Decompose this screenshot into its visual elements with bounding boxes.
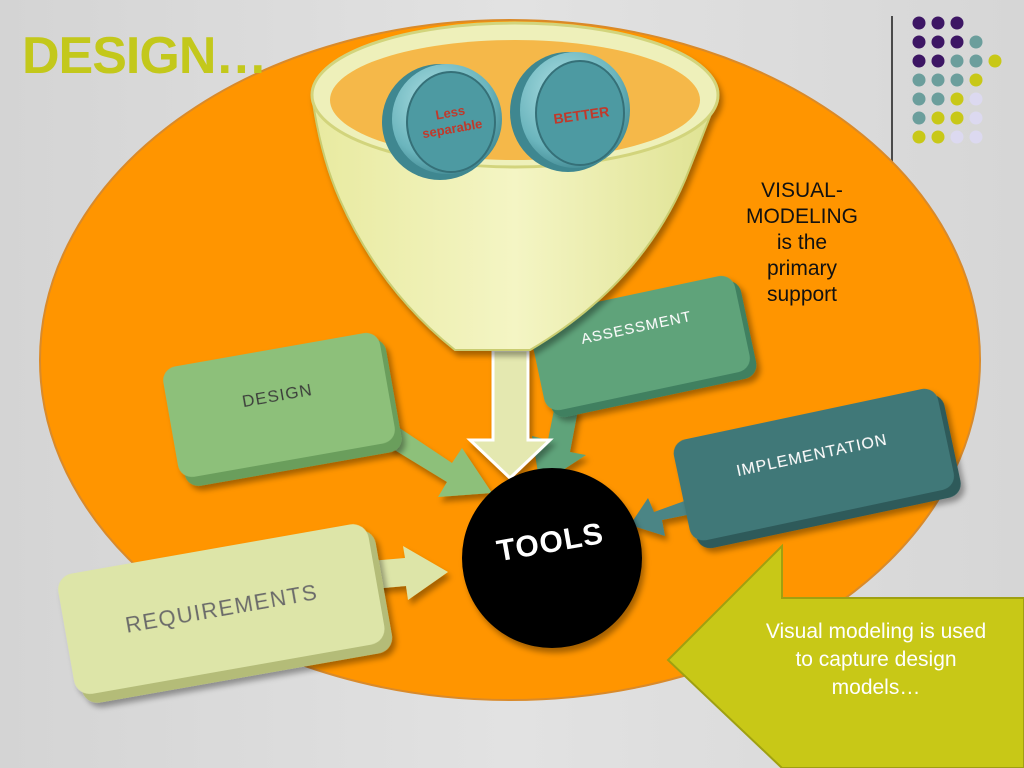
decorative-dot <box>950 73 964 87</box>
decorative-dot <box>912 73 926 87</box>
decorative-dot <box>950 92 964 106</box>
implementation-box[interactable]: IMPLEMENTATION <box>671 385 963 552</box>
decorative-dot <box>931 35 945 49</box>
decorative-dot <box>969 35 983 49</box>
decorative-dot <box>912 111 926 125</box>
decorative-dot <box>950 54 964 68</box>
visual-modeling-note-line: is the <box>776 231 828 254</box>
slide-title: DESIGN… <box>22 27 267 85</box>
decorative-dot <box>988 54 1002 68</box>
decorative-dot <box>912 92 926 106</box>
tools-circle[interactable]: TOOLS <box>462 468 642 648</box>
decorative-dot <box>950 130 964 144</box>
decorative-dot <box>931 92 945 106</box>
decorative-dot <box>912 16 926 30</box>
visual-modeling-note-line: primary <box>766 257 837 280</box>
disc-less-separable: Less separable <box>382 64 502 180</box>
visual-modeling-note: VISUAL- MODELING is the primary support <box>720 178 884 308</box>
decorative-dot <box>969 73 983 87</box>
arrow-funnel-to-tools <box>466 348 554 481</box>
callout-arrow <box>666 543 1024 768</box>
divider-line <box>891 16 893 188</box>
arrow-assessment-to-tools <box>532 405 586 485</box>
callout-text: Visual modeling is used to capture desig… <box>732 618 1020 702</box>
decorative-dot <box>912 130 926 144</box>
visual-modeling-note-line: VISUAL- <box>761 179 843 202</box>
decorative-dot <box>931 111 945 125</box>
requirements-box[interactable]: REQUIREMENTS <box>56 521 395 707</box>
decorative-dot <box>912 35 926 49</box>
decorative-dot <box>931 130 945 144</box>
decorative-dot <box>950 111 964 125</box>
design-box[interactable]: DESIGN <box>161 330 404 489</box>
decorative-dot <box>969 130 983 144</box>
visual-modeling-note-line: support <box>766 283 838 306</box>
decorative-dot-grid <box>912 16 1002 144</box>
callout-text-line: to capture design <box>795 648 957 671</box>
visual-modeling-note-line: MODELING <box>745 205 858 228</box>
callout-text-line: Visual modeling is used <box>765 620 987 643</box>
decorative-dot <box>950 35 964 49</box>
decorative-dot <box>969 92 983 106</box>
disc-better-label: BETTER <box>552 103 610 127</box>
decorative-dot <box>931 54 945 68</box>
callout-text-line: models… <box>831 676 921 699</box>
decorative-dot <box>931 73 945 87</box>
decorative-dot <box>950 16 964 30</box>
disc-better: BETTER <box>510 52 630 172</box>
decorative-dot <box>912 54 926 68</box>
decorative-dot <box>969 111 983 125</box>
arrow-design-to-tools <box>388 425 492 497</box>
disc-less-separable-line1: Less <box>434 103 466 123</box>
decorative-dot <box>969 54 983 68</box>
decorative-dot <box>931 16 945 30</box>
